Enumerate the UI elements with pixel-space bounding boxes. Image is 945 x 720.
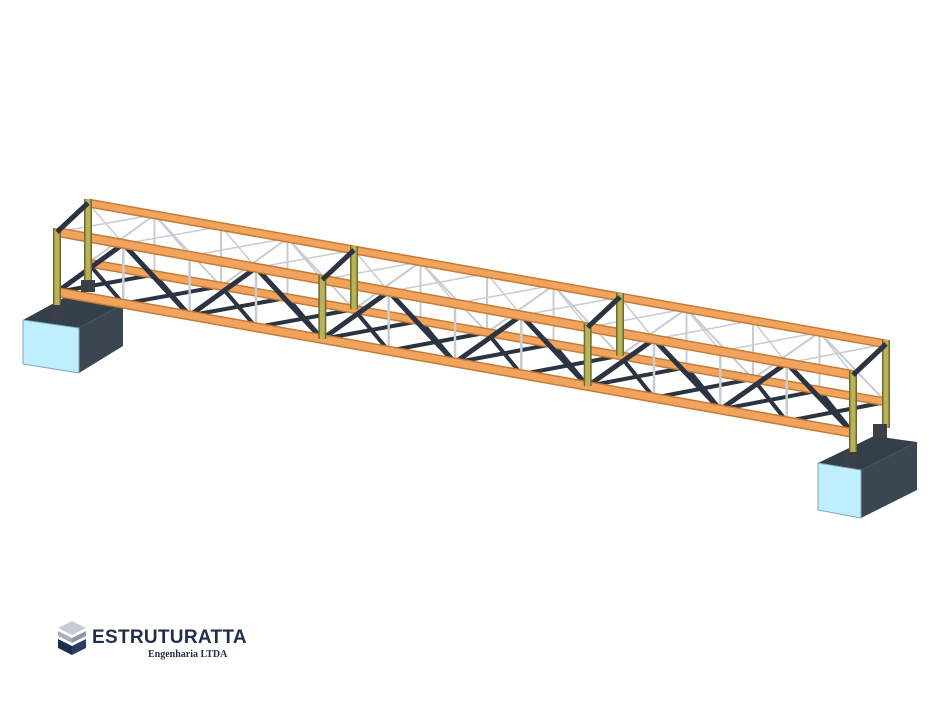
bottom-bracing bbox=[86, 261, 125, 306]
back-diagonal bbox=[552, 284, 621, 357]
front-diagonal bbox=[784, 361, 855, 435]
logo-mark-icon bbox=[58, 621, 86, 655]
top-bracing bbox=[286, 237, 323, 281]
base-plates bbox=[50, 280, 887, 467]
front-bottom-chord-face bbox=[56, 288, 854, 437]
end-frame-top bbox=[55, 201, 90, 234]
back-diagonal bbox=[619, 307, 688, 357]
right-support-front bbox=[817, 462, 862, 519]
back-diagonal bbox=[685, 308, 754, 380]
front-top-chord-face bbox=[56, 228, 854, 379]
right-support-block bbox=[817, 436, 917, 519]
right-support-side bbox=[861, 442, 917, 518]
top-bracing bbox=[486, 273, 522, 316]
top-bracing bbox=[752, 320, 788, 364]
base-plate bbox=[81, 280, 95, 292]
top-bracing bbox=[685, 308, 721, 352]
base-plate bbox=[50, 305, 64, 319]
brand-name: ESTRUTURATTA bbox=[92, 627, 247, 648]
right-support-top bbox=[818, 436, 917, 470]
top-bracing bbox=[87, 202, 124, 245]
front-diagonal bbox=[254, 266, 325, 341]
front-diagonal bbox=[586, 337, 656, 389]
base-plate bbox=[873, 424, 887, 438]
bottom-bracing bbox=[751, 377, 789, 423]
bottom-bracing bbox=[219, 284, 258, 329]
top-bracing bbox=[619, 296, 655, 340]
back-diagonal bbox=[752, 331, 821, 380]
front-diagonal bbox=[718, 361, 789, 412]
back-top-chord-face bbox=[87, 200, 887, 347]
top-bracing bbox=[220, 226, 257, 269]
front-diagonal bbox=[121, 242, 192, 318]
end-frame-top bbox=[851, 342, 888, 377]
end-frame-top bbox=[585, 295, 622, 330]
brand-subtitle: Engenharia LTDA bbox=[148, 649, 228, 660]
front-diagonal bbox=[652, 337, 723, 412]
back-diagonal bbox=[419, 261, 488, 334]
back-diagonal bbox=[818, 331, 887, 403]
bottom-bracing bbox=[618, 354, 656, 400]
top-bracing bbox=[818, 331, 854, 376]
top-bracing bbox=[353, 249, 390, 293]
base-plate bbox=[843, 452, 857, 467]
back-diagonal bbox=[486, 284, 555, 334]
company-logo: ESTRUTURATTA Engenharia LTDA bbox=[55, 617, 255, 662]
back-bottom-chord-face bbox=[87, 260, 887, 405]
left-support-front bbox=[22, 319, 80, 374]
back-diagonal bbox=[286, 237, 355, 311]
top-bracing bbox=[552, 284, 589, 328]
front-diagonal bbox=[386, 289, 457, 365]
top-bracing bbox=[153, 214, 191, 257]
front-diagonal bbox=[188, 265, 258, 318]
front-diagonal bbox=[320, 289, 391, 342]
front-diagonal bbox=[453, 313, 523, 365]
back-diagonal bbox=[353, 260, 422, 311]
back-diagonal bbox=[220, 237, 289, 287]
bottom-bracing bbox=[352, 308, 391, 353]
bottom-bracing bbox=[485, 331, 523, 376]
top-bracing bbox=[419, 261, 456, 304]
left-support-side bbox=[79, 304, 123, 373]
end-frame-top bbox=[320, 248, 356, 282]
left-support-block bbox=[22, 296, 123, 374]
truss-structure bbox=[53, 198, 890, 459]
front-diagonal bbox=[519, 313, 590, 388]
